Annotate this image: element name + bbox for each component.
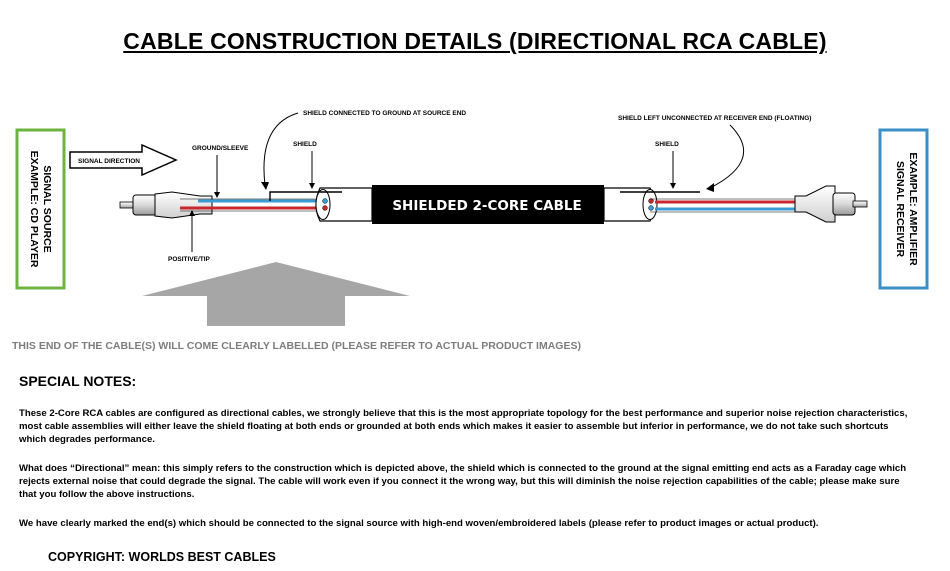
right-cable-face <box>642 189 658 220</box>
special-notes-title: SPECIAL NOTES: <box>19 373 137 389</box>
labelled-end-note: THIS END OF THE CABLE(S) WILL COME CLEAR… <box>12 340 581 352</box>
signal-source-box <box>15 128 66 290</box>
positive-tip-arrowhead <box>189 210 195 216</box>
paragraph-line: which degrades performance. <box>19 433 155 445</box>
left-core-ground <box>322 198 328 204</box>
notes-paragraph-1: These 2-Core RCA cables are configured a… <box>19 408 934 446</box>
positive-tip-label: POSITIVE/TIP <box>168 256 211 263</box>
notes-paragraph-2: What does “Directional” mean: this simpl… <box>19 463 934 501</box>
signal-direction-label: SIGNAL DIRECTION <box>78 158 140 165</box>
right-rca-plug <box>794 185 868 223</box>
shield-right-arrowhead <box>670 183 676 189</box>
signal-receiver-line2: EXAMPLE: AMPLIFIER <box>907 152 919 266</box>
left-rca-plug <box>119 191 213 219</box>
labelled-end-arrow <box>142 262 410 326</box>
cable-label: SHIELDED 2-CORE CABLE <box>392 198 581 214</box>
right-core-ground <box>648 205 654 211</box>
shield-floating-arrowhead <box>706 183 714 192</box>
shield-floating-pointer <box>709 124 745 189</box>
ground-sleeve-arrowhead <box>214 192 220 198</box>
shield-right-label: SHIELD <box>655 141 679 148</box>
paragraph-line: These 2-Core RCA cables are configured a… <box>19 408 908 419</box>
left-shield-drain <box>269 191 342 201</box>
shield-left-label: SHIELD <box>293 141 317 148</box>
cable-diagram: SIGNAL SOURCE EXAMPLE: CD PLAYER SIGNAL … <box>15 110 929 326</box>
signal-source-line2: EXAMPLE: CD PLAYER <box>28 151 40 268</box>
shield-grounded-label: SHIELD CONNECTED TO GROUND AT SOURCE END <box>303 110 466 117</box>
signal-receiver-line1: SIGNAL RECEIVER <box>894 161 906 257</box>
shield-left-arrowhead <box>309 183 315 189</box>
shield-floating-label: SHIELD LEFT UNCONNECTED AT RECEIVER END … <box>618 115 811 122</box>
paragraph-line: most cable assemblies will either leave … <box>19 420 889 432</box>
paragraph-line: What does “Directional” mean: this simpl… <box>19 463 907 474</box>
shield-grounded-arrowhead <box>261 182 269 190</box>
notes-paragraph-3: We have clearly marked the end(s) which … <box>19 518 934 531</box>
signal-receiver-box <box>878 128 929 290</box>
signal-source-line1: SIGNAL SOURCE <box>41 165 53 252</box>
shield-grounded-pointer <box>263 112 299 186</box>
paragraph-line: rejects external noise that could degrad… <box>19 475 900 487</box>
signal-direction-arrow <box>69 143 178 177</box>
copyright-notice: COPYRIGHT: WORLDS BEST CABLES <box>48 550 276 564</box>
left-cable-face <box>315 189 331 220</box>
paragraph-line: that you follow the above instructions. <box>19 488 195 500</box>
cable-jacket <box>372 185 604 224</box>
left-core-positive <box>322 205 328 211</box>
paragraph-line: We have clearly marked the end(s) which … <box>19 518 819 529</box>
ground-sleeve-label: GROUND/SLEEVE <box>192 145 249 152</box>
right-core-positive <box>648 198 654 204</box>
page-title: CABLE CONSTRUCTION DETAILS (DIRECTIONAL … <box>123 28 827 54</box>
